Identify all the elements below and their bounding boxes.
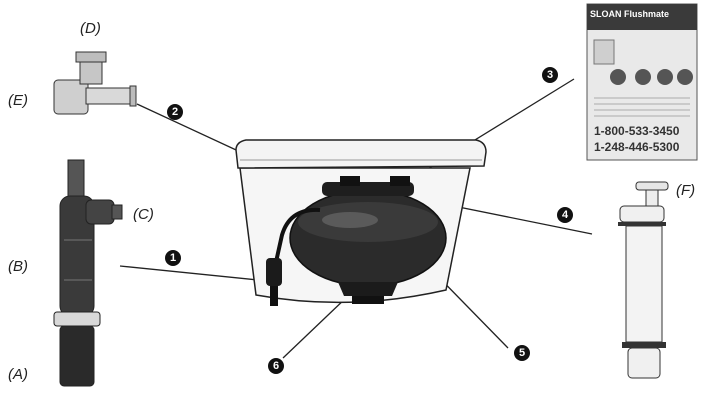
tank-lid: [235, 139, 487, 169]
info-card-phone-2: 1-248-446-5300: [594, 140, 680, 154]
callout-5: 5: [514, 345, 530, 361]
part-label-f: (F): [676, 182, 696, 199]
callout-3: 3: [542, 67, 558, 83]
supply-valve-assembly: [53, 159, 123, 387]
callout-2: 2: [167, 104, 183, 120]
info-card: [586, 3, 698, 161]
cartridge: [618, 181, 669, 379]
part-label-d: (D): [80, 20, 101, 37]
part-label-c: (C): [133, 206, 154, 223]
callout-6: 6: [268, 358, 284, 374]
callout-1: 1: [165, 250, 181, 266]
callout-4: 4: [557, 207, 573, 223]
leader-line-1: [119, 265, 259, 281]
info-card-phone-1: 1-800-533-3450: [594, 124, 680, 138]
info-card-header: SLOAN Flushmate: [590, 9, 670, 19]
part-label-b: (B): [8, 258, 28, 275]
leader-line-6: [282, 295, 349, 359]
tee-fitting: [53, 51, 137, 115]
pressure-vessel: [266, 176, 447, 306]
part-label-e: (E): [8, 92, 28, 109]
part-label-a: (A): [8, 366, 28, 383]
